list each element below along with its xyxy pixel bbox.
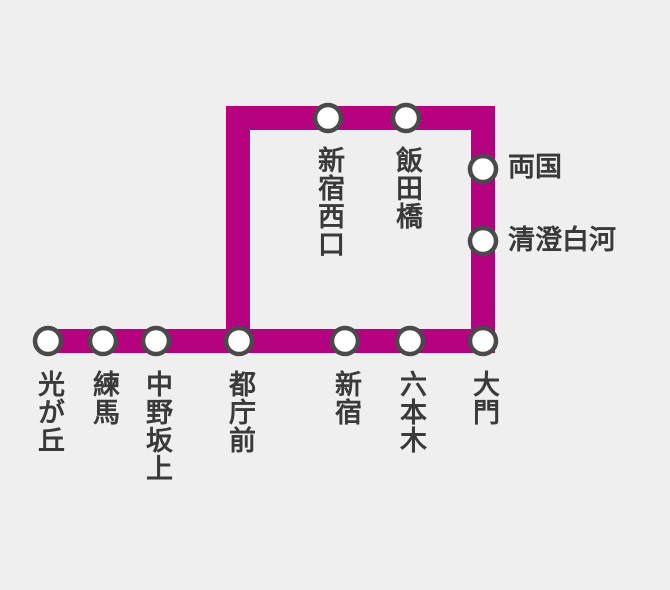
station-label-nakano-sakaue[interactable]: 中野坂上: [141, 370, 172, 482]
station-label-tochomae[interactable]: 都庁前: [224, 370, 255, 454]
station-marker-ryogoku[interactable]: [467, 153, 499, 185]
station-label-hikarigaoka[interactable]: 光が丘: [33, 370, 64, 454]
station-label-shinjuku[interactable]: 新宿: [330, 370, 361, 426]
station-label-shinjuku-nishiguchi[interactable]: 新宿西口: [313, 146, 344, 258]
station-marker-roppongi[interactable]: [394, 325, 426, 357]
station-label-nerima[interactable]: 練馬: [88, 370, 119, 426]
station-marker-iidabashi[interactable]: [390, 102, 422, 134]
station-label-iidabashi[interactable]: 飯田橋: [391, 146, 422, 230]
station-marker-hikarigaoka[interactable]: [32, 325, 64, 357]
station-marker-shinjuku[interactable]: [329, 325, 361, 357]
station-marker-nakano-sakaue[interactable]: [140, 325, 172, 357]
station-marker-daimon[interactable]: [467, 325, 499, 357]
station-marker-kiyosumi-shirakawa[interactable]: [467, 225, 499, 257]
station-label-daimon[interactable]: 大門: [468, 370, 499, 426]
station-marker-shinjuku-nishiguchi[interactable]: [312, 102, 344, 134]
station-marker-nerima[interactable]: [87, 325, 119, 357]
station-marker-tochomae[interactable]: [223, 325, 255, 357]
station-label-ryogoku[interactable]: 両国: [508, 152, 562, 183]
station-label-roppongi[interactable]: 六本木: [395, 370, 426, 454]
station-label-kiyosumi-shirakawa[interactable]: 清澄白河: [508, 225, 616, 256]
